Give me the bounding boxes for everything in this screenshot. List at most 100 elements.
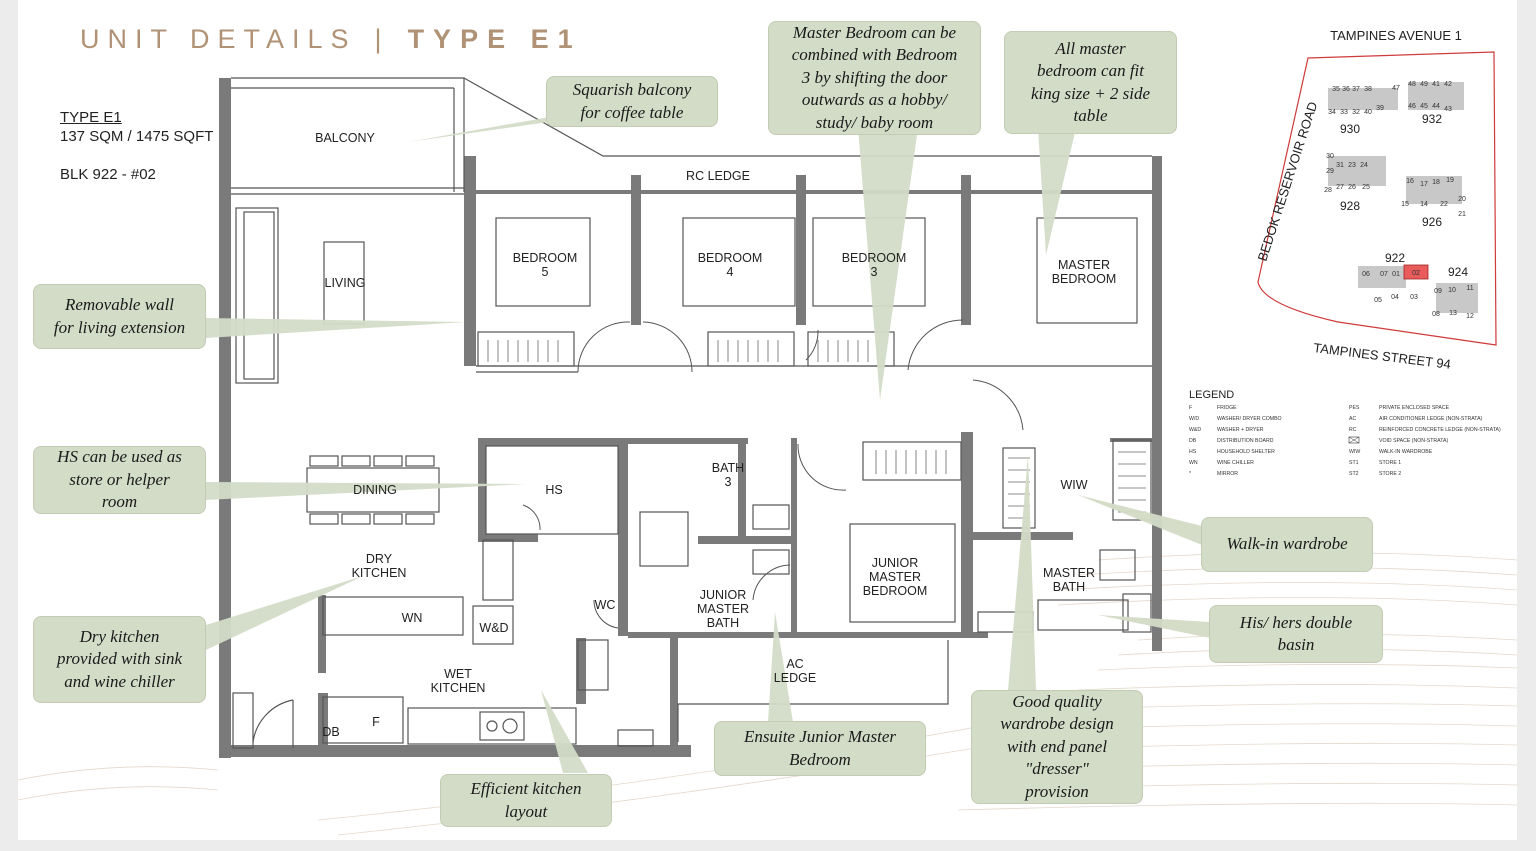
road-tampines-avenue-1: TAMPINES AVENUE 1 — [1330, 28, 1462, 43]
svg-text:REINFORCED CONCRETE LEDGE (NON: REINFORCED CONCRETE LEDGE (NON-STRATA) — [1379, 427, 1501, 433]
svg-text:19: 19 — [1446, 177, 1454, 184]
svg-text:PRIVATE ENCLOSED SPACE: PRIVATE ENCLOSED SPACE — [1379, 405, 1450, 411]
room-bedroom4-line2: 4 — [727, 265, 734, 279]
svg-text:33: 33 — [1340, 109, 1348, 116]
svg-text:WN: WN — [1189, 460, 1198, 466]
svg-text:09: 09 — [1434, 288, 1442, 295]
svg-text:26: 26 — [1348, 184, 1356, 191]
svg-text:16: 16 — [1406, 178, 1414, 185]
room-bedroom4-line1: BEDROOM — [698, 251, 763, 265]
svg-text:18: 18 — [1432, 179, 1440, 186]
room-jm-bedroom-line3: BEDROOM — [863, 584, 928, 598]
room-jm-bath-line2: MASTER — [697, 602, 749, 616]
svg-text:W&D: W&D — [1189, 427, 1201, 433]
svg-text:HS: HS — [1189, 449, 1197, 455]
room-jm-bath-line1: JUNIOR — [700, 588, 747, 602]
site-boundary — [1257, 51, 1497, 346]
svg-text:37: 37 — [1352, 86, 1360, 93]
svg-text:05: 05 — [1374, 297, 1382, 304]
svg-text:10: 10 — [1448, 287, 1456, 294]
room-bedroom3-line2: 3 — [871, 265, 878, 279]
svg-text:48: 48 — [1408, 81, 1416, 88]
svg-text:28: 28 — [1324, 187, 1332, 194]
svg-text:PES: PES — [1349, 405, 1360, 411]
room-wc: WC — [595, 598, 616, 612]
room-dry-kitchen-line2: KITCHEN — [352, 566, 407, 580]
block-930: 930 — [1340, 122, 1360, 136]
svg-text:07: 07 — [1380, 271, 1388, 278]
room-master-bath-line1: MASTER — [1043, 566, 1095, 580]
room-ac-ledge-line1: AC — [786, 657, 803, 671]
svg-text:31: 31 — [1336, 162, 1344, 169]
svg-text:04: 04 — [1391, 294, 1399, 301]
svg-text:23: 23 — [1348, 162, 1356, 169]
label-wn: WN — [402, 611, 423, 625]
title-separator: | — [374, 24, 390, 54]
svg-text:29: 29 — [1326, 168, 1334, 175]
svg-text:44: 44 — [1432, 103, 1440, 110]
label-db: DB — [322, 725, 339, 739]
svg-text:17: 17 — [1420, 181, 1428, 188]
legend-right-column: PES PRIVATE ENCLOSED SPACE AC AIR CONDITIO… — [1348, 405, 1501, 477]
wardrobe-hatching — [487, 340, 1146, 519]
svg-text:08: 08 — [1432, 311, 1440, 318]
svg-text:20: 20 — [1458, 196, 1466, 203]
unit-type: TYPE E1 — [60, 109, 122, 126]
svg-text:DB: DB — [1189, 438, 1197, 444]
svg-text:WINE CHILLER: WINE CHILLER — [1217, 460, 1254, 466]
svg-text:46: 46 — [1408, 103, 1416, 110]
svg-text:34: 34 — [1328, 109, 1336, 116]
svg-text:HOUSEHOLD SHELTER: HOUSEHOLD SHELTER — [1217, 449, 1275, 455]
block-footprints — [1328, 82, 1478, 313]
room-bedroom3-line1: BEDROOM — [842, 251, 907, 265]
block-922: 922 — [1385, 251, 1405, 265]
svg-text:03: 03 — [1410, 294, 1418, 301]
room-rc-ledge: RC LEDGE — [686, 169, 750, 183]
svg-text:32: 32 — [1352, 109, 1360, 116]
room-ac-ledge-line2: LEDGE — [774, 671, 816, 685]
room-bedroom5-line1: BEDROOM — [513, 251, 578, 265]
svg-text:WALK-IN WARDROBE: WALK-IN WARDROBE — [1379, 449, 1433, 455]
svg-text:41: 41 — [1432, 81, 1440, 88]
room-living: LIVING — [325, 276, 366, 290]
label-wd: W&D — [479, 621, 508, 635]
svg-text:30: 30 — [1326, 153, 1334, 160]
room-jm-bath-line3: BATH — [707, 616, 739, 630]
room-master-bedroom-line1: MASTER — [1058, 258, 1110, 272]
svg-text:STORE 2: STORE 2 — [1379, 471, 1401, 477]
svg-text:AIR CONDITIONER LEDGE (NON-STR: AIR CONDITIONER LEDGE (NON-STRATA) — [1379, 416, 1483, 422]
floor-plan-drawing: BALCONY RC LEDGE LIVING DINING HS DRY KI… — [18, 28, 1517, 836]
svg-text:AC: AC — [1349, 416, 1356, 422]
block-926: 926 — [1422, 215, 1442, 229]
svg-text:02: 02 — [1412, 270, 1420, 277]
highlight-unit-02 — [1403, 264, 1429, 280]
block-932: 932 — [1422, 112, 1442, 126]
site-plan: TAMPINES AVENUE 1 BEDOK RESERVOIR ROAD T… — [1255, 28, 1497, 372]
svg-text:DISTRIBUTION BOARD: DISTRIBUTION BOARD — [1217, 438, 1274, 444]
svg-text:47: 47 — [1392, 85, 1400, 92]
room-wiw: WIW — [1060, 478, 1087, 492]
svg-text:ST2: ST2 — [1349, 471, 1359, 477]
room-master-bath-line2: BATH — [1053, 580, 1085, 594]
callout-walk-in-wardrobe: Walk-in wardrobe — [1201, 517, 1373, 572]
room-dining: DINING — [353, 483, 397, 497]
label-fridge: F — [372, 715, 380, 729]
svg-text:35: 35 — [1332, 86, 1340, 93]
room-bath3-line1: BATH — [712, 461, 744, 475]
title-type: TYPE E1 — [407, 24, 582, 54]
legend-title: LEGEND — [1189, 389, 1234, 401]
room-jm-bedroom-line1: JUNIOR — [872, 556, 919, 570]
svg-text:27: 27 — [1336, 184, 1344, 191]
svg-text:49: 49 — [1420, 81, 1428, 88]
svg-text:01: 01 — [1392, 271, 1400, 278]
